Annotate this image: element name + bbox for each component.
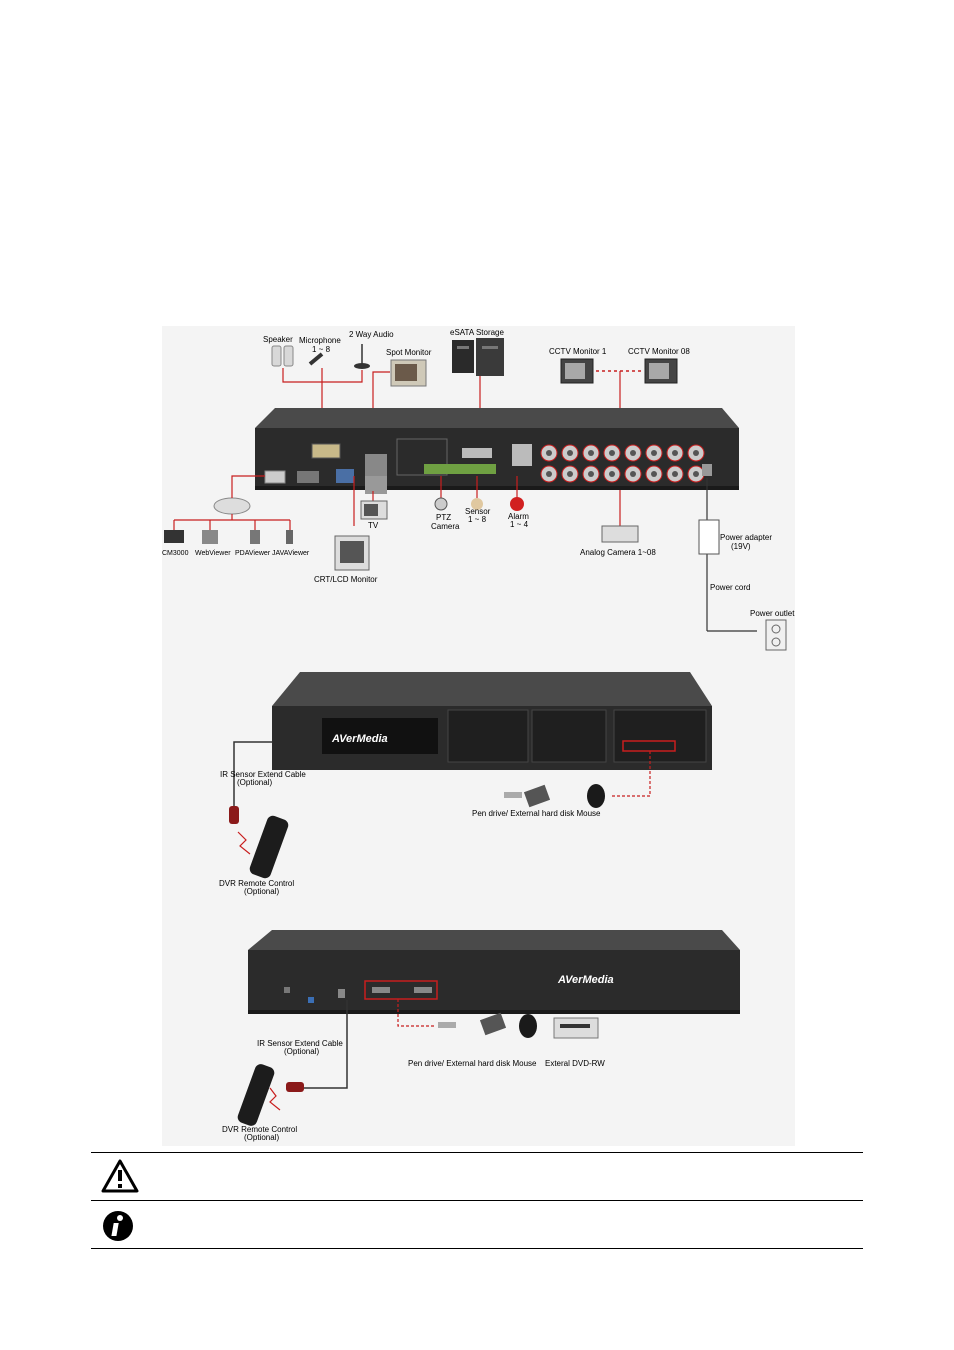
webviewer-label: WebViewer <box>195 550 231 557</box>
note-bottom-rule <box>91 1248 863 1249</box>
bnc-connector-core <box>567 471 573 477</box>
remote-control-icon-bottom <box>237 1064 275 1126</box>
cctv-monitor-1-icon <box>560 358 594 384</box>
cm3000-icon <box>164 530 184 543</box>
spot-monitor-icon <box>390 359 427 387</box>
remote-optional-label-bottom: (Optional) <box>244 1133 279 1142</box>
webviewer-icon <box>202 530 218 544</box>
camera-label: Camera <box>431 522 460 531</box>
sensor-icon <box>471 498 483 510</box>
bnc-connector-core <box>567 450 573 456</box>
remote-label-middle: DVR Remote Control <box>219 879 294 888</box>
remote-label-bottom: DVR Remote Control <box>222 1125 297 1134</box>
dvr-rear-panel <box>255 408 739 494</box>
dvd-rw-label: Exteral DVD-RW <box>545 1059 605 1068</box>
power-adapter-label: Power adapter <box>720 533 772 542</box>
two-way-audio-icon <box>354 344 370 369</box>
crt-lcd-monitor-label: CRT/LCD Monitor <box>314 575 378 584</box>
pdaviewer-icon <box>250 530 260 544</box>
javaviewer-label: JAVAViewer <box>272 550 310 557</box>
esata-storage-label: eSATA Storage <box>450 328 505 337</box>
usb-devices-label-bottom: Pen drive/ External hard disk Mouse <box>408 1059 537 1068</box>
power-outlet-label: Power outlet <box>750 609 795 618</box>
alarm-range-label: 1 ~ 4 <box>510 520 529 529</box>
bnc-connector-core <box>609 450 615 456</box>
usb-devices-icon-bottom <box>438 1012 537 1038</box>
microphone-icon <box>308 352 324 366</box>
note-top-rule <box>91 1152 863 1153</box>
ir-sensor-icon-middle <box>229 806 239 824</box>
pdaviewer-label: PDAViewer <box>235 550 271 557</box>
brand-logo-middle: AVerMedia <box>331 733 388 745</box>
bnc-connector-core <box>546 471 552 477</box>
cctv-monitor-1-label: CCTV Monitor 1 <box>549 347 607 356</box>
bnc-connector-core <box>651 450 657 456</box>
bnc-connector-core <box>546 450 552 456</box>
spot-monitor-label: Spot Monitor <box>386 348 432 357</box>
ir-cable-label-middle: IR Sensor Extend Cable <box>220 770 306 779</box>
cctv-monitor-08-label: CCTV Monitor 08 <box>628 347 690 356</box>
bnc-connector-core <box>672 471 678 477</box>
esata-storage-icon <box>452 338 504 376</box>
bnc-connector-core <box>672 450 678 456</box>
dvr-front-panel-lite <box>248 930 740 1014</box>
bnc-connector-core <box>693 471 699 477</box>
alarm-icon <box>510 497 524 511</box>
alarm-label: Alarm <box>508 512 529 521</box>
crt-lcd-monitor-icon <box>334 535 370 571</box>
bnc-connector-core <box>609 471 615 477</box>
remote-optional-label-middle: (Optional) <box>244 887 279 896</box>
power-outlet-icon <box>765 619 787 651</box>
power-adapter-voltage-label: (19V) <box>731 542 751 551</box>
microphone-label: Microphone <box>299 336 341 345</box>
tv-label: TV <box>368 521 379 530</box>
ir-optional-label-bottom: (Optional) <box>284 1047 319 1056</box>
ptz-camera-icon <box>434 497 448 511</box>
speaker-label: Speaker <box>263 335 293 344</box>
note-middle-rule <box>91 1200 863 1201</box>
dvr-front-panel <box>272 672 712 770</box>
diagram-svg: Speaker Microphone 1 ~ 8 2 Way Audio Spo… <box>162 328 795 1142</box>
javaviewer-icon <box>286 530 293 544</box>
microphone-range-label: 1 ~ 8 <box>312 345 331 354</box>
bnc-connector-core <box>651 471 657 477</box>
bnc-connector-core <box>588 471 594 477</box>
analog-camera-label: Analog Camera 1~08 <box>580 548 656 557</box>
network-cloud-icon <box>213 497 251 515</box>
speaker-icon <box>271 345 294 367</box>
cctv-monitor-08-icon <box>644 358 678 384</box>
bnc-connector-grid <box>540 444 705 483</box>
info-icon <box>102 1210 134 1247</box>
bnc-connector-core <box>630 471 636 477</box>
sensor-label: Sensor <box>465 507 491 516</box>
connection-diagram: Speaker Microphone 1 ~ 8 2 Way Audio Spo… <box>162 326 795 1146</box>
ptz-label: PTZ <box>436 513 451 522</box>
analog-camera-icon <box>601 525 639 543</box>
ir-sensor-icon-bottom <box>286 1082 304 1092</box>
warning-icon <box>100 1158 140 1199</box>
brand-logo-bottom: AVerMedia <box>557 974 614 986</box>
tv-icon <box>360 500 388 520</box>
cm3000-label: CM3000 <box>162 550 189 557</box>
ir-cable-label-bottom: IR Sensor Extend Cable <box>257 1039 343 1048</box>
usb-devices-label-middle: Pen drive/ External hard disk Mouse <box>472 809 601 818</box>
usb-devices-icon-middle <box>504 784 605 808</box>
two-way-audio-label: 2 Way Audio <box>349 330 394 339</box>
bnc-connector-core <box>630 450 636 456</box>
dvd-rw-icon <box>553 1017 599 1039</box>
bnc-connector-core <box>588 450 594 456</box>
power-adapter-icon <box>698 519 720 555</box>
sensor-range-label: 1 ~ 8 <box>468 515 487 524</box>
power-cord-label: Power cord <box>710 583 750 592</box>
ir-optional-label-middle: (Optional) <box>237 778 272 787</box>
bnc-connector-core <box>693 450 699 456</box>
remote-control-icon-middle <box>249 815 289 879</box>
